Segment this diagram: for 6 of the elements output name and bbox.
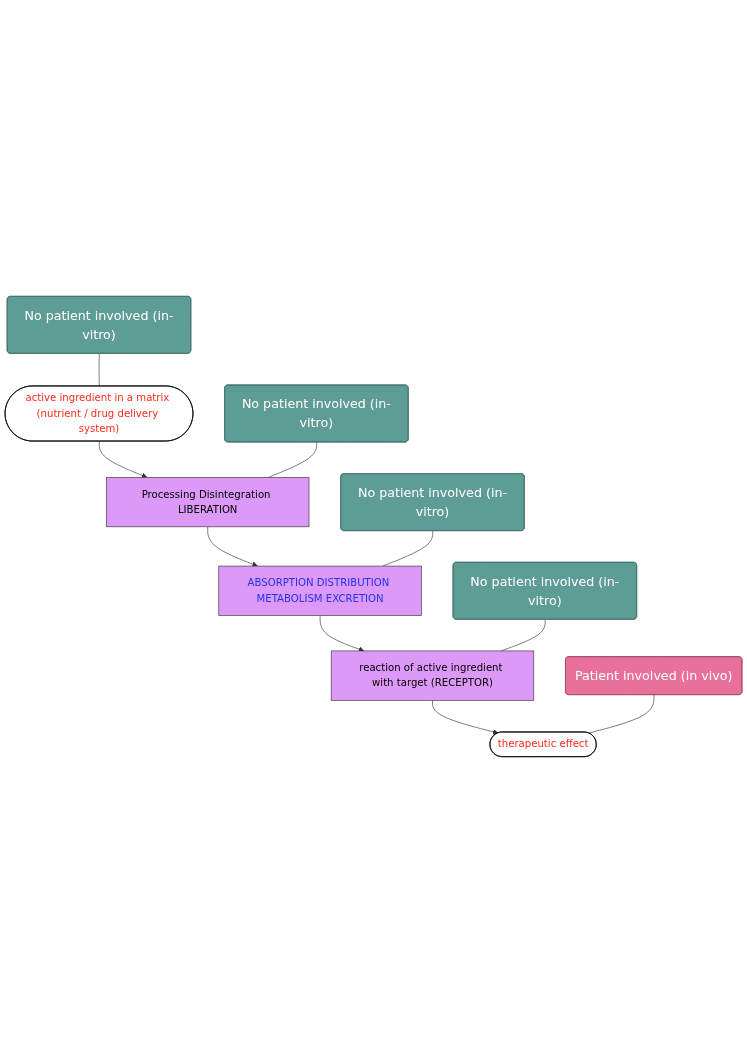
node-box: ABSORPTION DISTRIBUTION METABOLISM EXCRETION: [218, 565, 422, 616]
connector: [588, 694, 655, 734]
connector: [98, 353, 100, 387]
node-box: Processing Disintegration LIBERATION: [106, 477, 310, 528]
connector: [382, 530, 434, 567]
node-box: reaction of active ingredient with target (RECEPTOR): [330, 650, 535, 701]
